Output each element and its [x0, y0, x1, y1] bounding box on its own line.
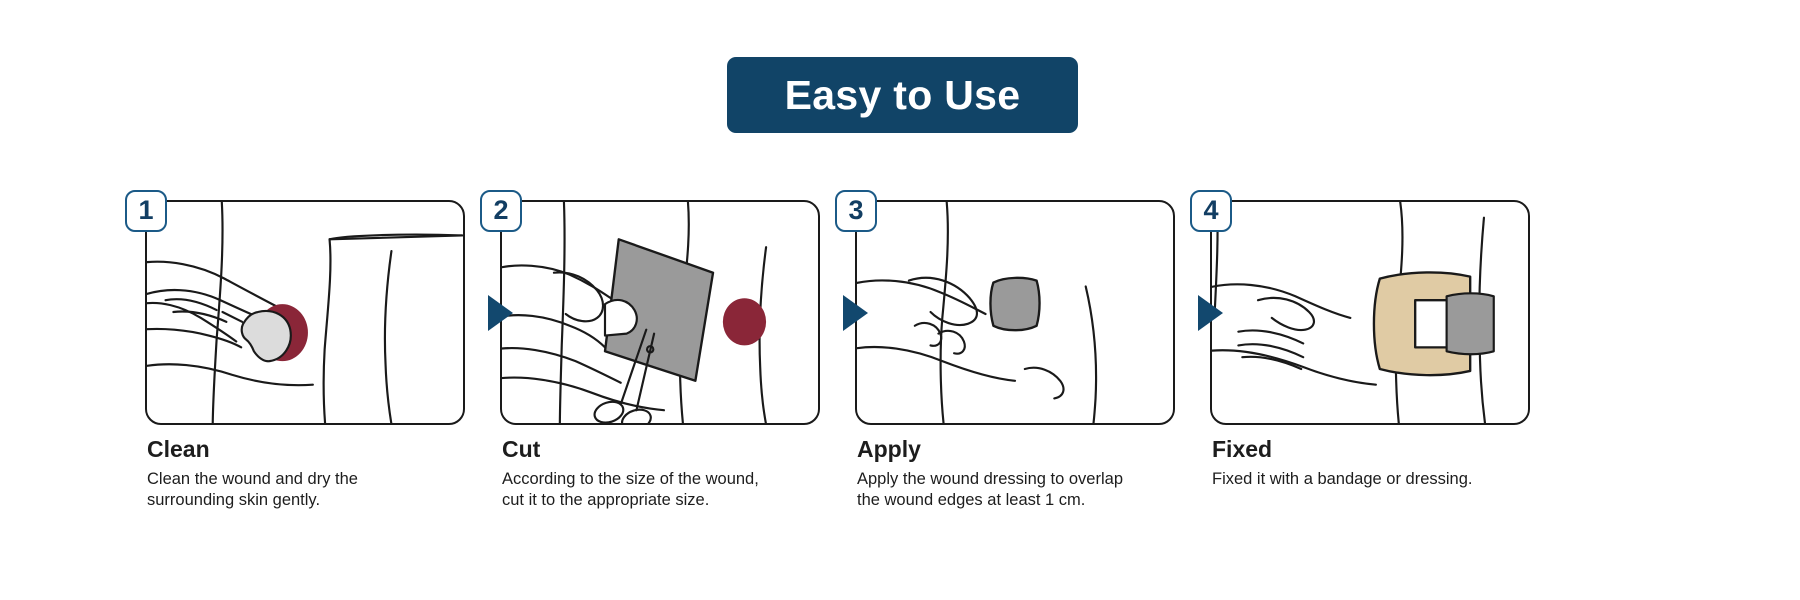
step-1-illustration-panel — [145, 200, 465, 425]
illustration-cut — [502, 202, 768, 423]
step-1-to-2-arrow-icon — [488, 295, 513, 331]
step-4-illustration-panel — [1210, 200, 1530, 425]
step-2-number: 2 — [493, 194, 509, 225]
illustration-apply — [857, 202, 1098, 423]
step-4: 4 Fixed Fixed it with a bandage or dress… — [1170, 0, 1570, 600]
title-banner: Easy to Use — [727, 57, 1078, 133]
step-1-body-line-1: Clean the wound and dry the — [147, 470, 358, 489]
step-3-body-line-1: Apply the wound dressing to overlap — [857, 470, 1123, 489]
step-3-to-4-arrow-icon — [1198, 295, 1223, 331]
step-4-body: Fixed it with a bandage or dressing. — [1212, 469, 1542, 490]
illustration-clean — [147, 202, 463, 423]
step-2-number-badge: 2 — [480, 190, 522, 232]
step-4-title: Fixed — [1212, 436, 1273, 462]
step-3-body: Apply the wound dressing to overlap the … — [857, 469, 1187, 511]
step-1: 1 Clean Clean the wound and dry the surr… — [105, 0, 513, 600]
step-4-caption: Fixed Fixed it with a bandage or dressin… — [1212, 436, 1552, 490]
step-2-body-line-2: cut it to the appropriate size. — [502, 491, 710, 510]
step-3-illustration-panel — [855, 200, 1175, 425]
step-4-body-line-1: Fixed it with a bandage or dressing. — [1212, 470, 1473, 489]
step-3-title: Apply — [857, 436, 921, 462]
step-3-number-badge: 3 — [835, 190, 877, 232]
step-4-number-badge: 4 — [1190, 190, 1232, 232]
step-2: 2 Cut According to the size of the wound… — [460, 0, 868, 600]
step-2-body-line-1: According to the size of the wound, — [502, 470, 759, 489]
step-3: 3 Apply Apply the wound dressing to over… — [815, 0, 1223, 600]
step-1-number-badge: 1 — [125, 190, 167, 232]
illustration-fixed — [1212, 202, 1495, 423]
step-3-number: 3 — [848, 194, 864, 225]
step-1-title: Clean — [147, 436, 210, 462]
step-2-illustration-panel — [500, 200, 820, 425]
step-2-to-3-arrow-icon — [843, 295, 868, 331]
step-1-number: 1 — [138, 194, 154, 225]
step-3-body-line-2: the wound edges at least 1 cm. — [857, 491, 1086, 510]
step-2-title: Cut — [502, 436, 541, 462]
step-1-caption: Clean Clean the wound and dry the surrou… — [147, 436, 487, 512]
page-title: Easy to Use — [784, 71, 1021, 118]
step-3-caption: Apply Apply the wound dressing to overla… — [857, 436, 1197, 512]
step-1-body: Clean the wound and dry the surrounding … — [147, 469, 477, 511]
step-2-body: According to the size of the wound, cut … — [502, 469, 832, 511]
step-2-caption: Cut According to the size of the wound, … — [502, 436, 842, 512]
step-1-body-line-2: surrounding skin gently. — [147, 491, 321, 510]
step-4-number: 4 — [1203, 194, 1219, 225]
